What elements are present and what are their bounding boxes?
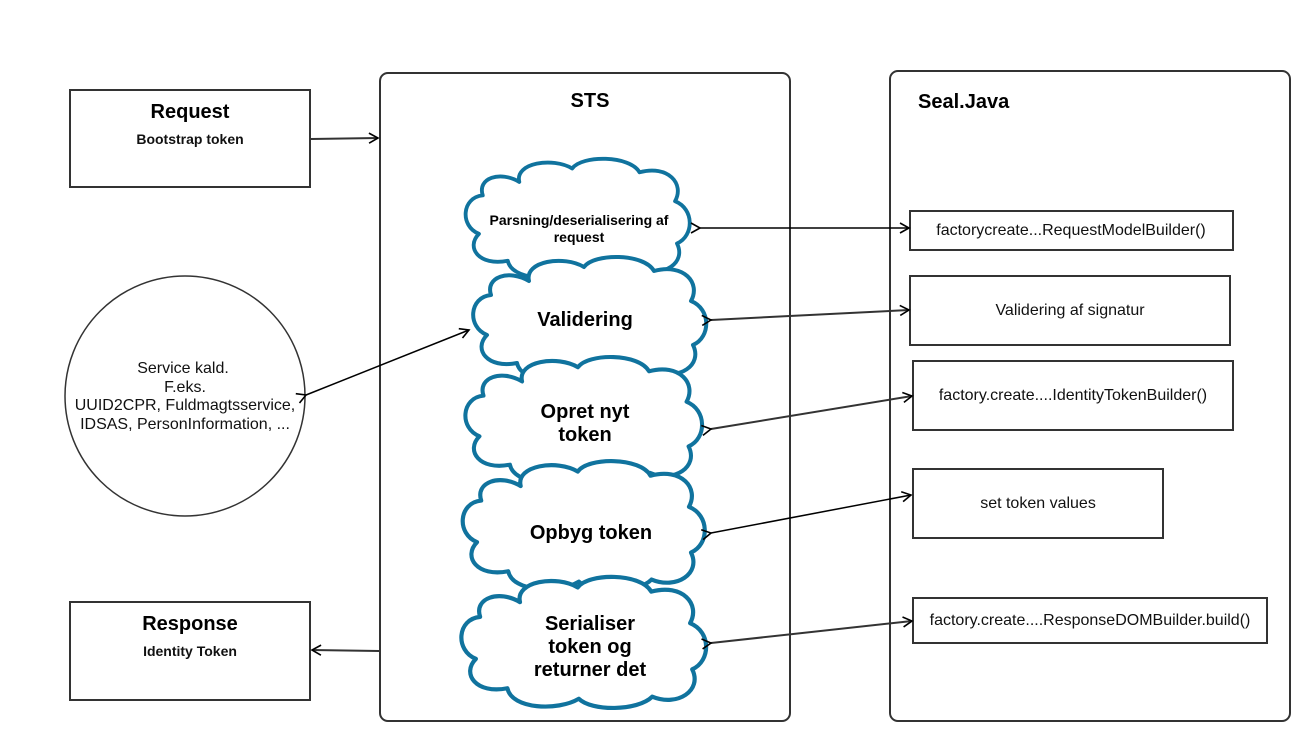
cloud-parsing: Parsning/deserialisering af request xyxy=(463,156,692,280)
seal-java-title: Seal.Java xyxy=(918,91,1010,113)
response-title: Response xyxy=(142,613,238,635)
seal-method-validering-signatur: Validering af signatur xyxy=(909,275,1231,346)
edge-service-validering xyxy=(295,327,471,404)
service-line-2: F.eks. xyxy=(164,379,206,396)
edge-opret-identity-builder xyxy=(701,391,914,437)
cloud-parsing-line-2: request xyxy=(554,229,605,245)
sts-title: STS xyxy=(571,90,610,112)
seal-method-identity-token-builder: factory.create....IdentityTokenBuilder() xyxy=(912,360,1234,431)
seal-method-label: Validering af signatur xyxy=(995,302,1145,319)
seal-method-label: factorycreate...RequestModelBuilder() xyxy=(936,222,1205,239)
cloud-validering: Validering xyxy=(471,254,709,383)
cloud-serialiser-line-3: returner det xyxy=(534,659,647,681)
cloud-opbyg: Opbyg token xyxy=(463,461,705,591)
response-subtitle: Identity Token xyxy=(143,643,237,659)
edge-validering-signatur xyxy=(701,304,911,327)
edge-opbyg-set-values xyxy=(700,491,913,541)
service-line-4: IDSAS, PersonInformation, ... xyxy=(80,416,290,433)
cloud-validering-line-1: Validering xyxy=(537,309,633,331)
seal-method-request-model-builder: factorycreate...RequestModelBuilder() xyxy=(909,210,1234,251)
cloud-opret-line-1: Opret nyt xyxy=(541,401,630,423)
service-call-circle: Service kald. F.eks. UUID2CPR, Fuldmagts… xyxy=(64,275,306,517)
request-subtitle: Bootstrap token xyxy=(136,131,243,147)
seal-method-set-token-values: set token values xyxy=(912,468,1164,539)
request-box: Request Bootstrap token xyxy=(69,89,311,188)
cloud-serialiser: Serialiser token og returner det xyxy=(461,577,706,708)
seal-method-label: factory.create....IdentityTokenBuilder() xyxy=(939,387,1207,404)
service-line-3: UUID2CPR, Fuldmagtsservice, xyxy=(75,397,296,414)
cloud-opret-line-2: token xyxy=(558,424,611,446)
seal-method-response-dom-builder: factory.create....ResponseDOMBuilder.bui… xyxy=(912,597,1268,644)
seal-method-label: factory.create....ResponseDOMBuilder.bui… xyxy=(930,612,1251,629)
cloud-opbyg-line-1: Opbyg token xyxy=(530,522,652,544)
edge-request-to-sts xyxy=(310,132,380,144)
cloud-serialiser-line-2: token og xyxy=(548,636,631,658)
edge-serialiser-response-builder xyxy=(701,616,914,650)
response-box: Response Identity Token xyxy=(69,601,311,701)
edge-sts-to-response xyxy=(310,644,380,656)
cloud-serialiser-line-1: Serialiser xyxy=(545,613,635,635)
cloud-parsing-line-1: Parsning/deserialisering af xyxy=(490,212,669,228)
service-line-1: Service kald. xyxy=(137,360,229,377)
seal-method-label: set token values xyxy=(980,495,1096,512)
request-title: Request xyxy=(151,101,230,123)
cloud-opret: Opret nyt token xyxy=(465,357,702,484)
